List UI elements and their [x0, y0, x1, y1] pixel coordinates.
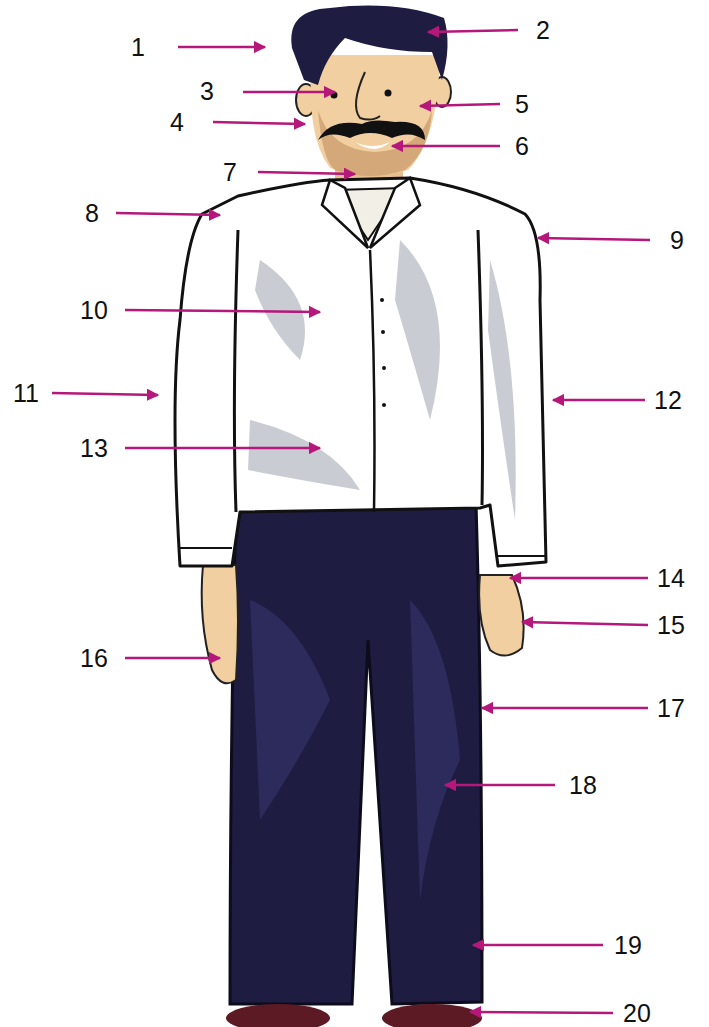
collar — [370, 178, 420, 248]
leader-arrow — [52, 393, 158, 395]
leader-arrow — [510, 577, 648, 580]
cuff — [498, 555, 546, 557]
callout-number: 5 — [515, 92, 529, 117]
callout-number: 10 — [80, 298, 108, 323]
shirt-shade — [395, 240, 440, 420]
callout-number: 4 — [170, 110, 184, 135]
cuff — [180, 547, 232, 549]
leader-arrow — [125, 447, 320, 450]
leader-arrow — [392, 145, 500, 148]
leader-arrow — [445, 784, 555, 787]
trouser-shade — [410, 600, 460, 900]
trousers — [230, 500, 482, 1004]
callout-number: 17 — [657, 696, 685, 721]
callout-number: 8 — [85, 201, 99, 226]
callout-number: 14 — [657, 566, 685, 591]
button — [381, 330, 385, 334]
face — [310, 55, 440, 176]
callout-number: 12 — [654, 388, 682, 413]
leader-arrow — [213, 122, 305, 124]
hand — [202, 565, 238, 683]
moustache — [318, 120, 425, 140]
stubble — [318, 110, 432, 176]
mouth — [355, 142, 390, 149]
shirt-shade — [255, 260, 305, 360]
button — [380, 298, 384, 302]
collar — [322, 180, 368, 248]
leader-arrow — [243, 91, 335, 94]
sleeve-seam — [478, 230, 483, 505]
leader-arrow — [473, 944, 603, 947]
button — [382, 403, 386, 407]
callout-number: 18 — [569, 773, 597, 798]
callout-number: 6 — [515, 134, 529, 159]
callout-number: 3 — [200, 79, 214, 104]
callout-number: 16 — [80, 646, 108, 671]
leader-arrow — [470, 1012, 613, 1013]
callout-number: 15 — [657, 613, 685, 638]
shirt — [175, 178, 546, 566]
shoe — [382, 1004, 482, 1027]
placket — [370, 250, 375, 512]
leader-arrow — [553, 399, 645, 402]
callout-number: 20 — [623, 1001, 651, 1026]
hair — [291, 6, 447, 85]
leader-arrow — [116, 213, 220, 215]
callout-number: 1 — [131, 35, 145, 60]
callout-number: 13 — [80, 436, 108, 461]
sleeve-seam — [234, 230, 238, 512]
callout-number: 2 — [536, 18, 550, 43]
leader-arrow — [258, 172, 355, 174]
callout-number: 19 — [614, 933, 642, 958]
nose — [356, 72, 380, 120]
leader-arrows — [52, 30, 650, 1013]
shirt-shade — [488, 260, 516, 520]
hand — [479, 575, 524, 656]
leader-arrow — [538, 238, 650, 240]
leader-arrow — [178, 46, 265, 49]
shoe — [226, 1004, 330, 1027]
leader-arrow — [522, 622, 648, 625]
button — [382, 366, 386, 370]
callout-number: 9 — [670, 228, 684, 253]
leader-arrow — [125, 310, 320, 312]
callout-number: 7 — [223, 160, 237, 185]
trouser-shade — [250, 600, 330, 820]
leader-arrow — [125, 657, 220, 660]
leader-arrow — [420, 104, 500, 106]
callout-number: 11 — [13, 381, 39, 406]
leader-arrow — [428, 30, 518, 32]
shirt-shade — [248, 420, 360, 490]
leader-arrow — [482, 707, 648, 710]
eye — [385, 90, 392, 97]
